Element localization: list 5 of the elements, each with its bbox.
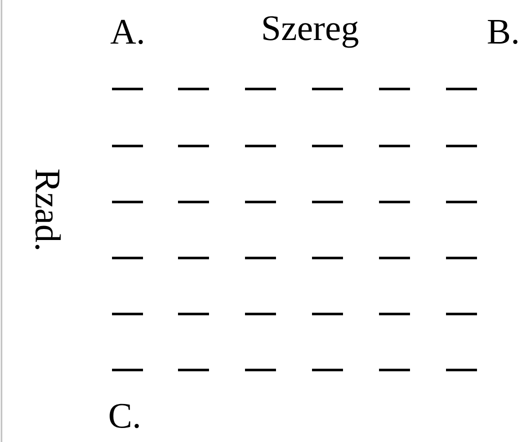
corner-label: B. bbox=[488, 20, 518, 44]
corner-label: C. bbox=[110, 404, 139, 428]
side-label: Rzad. bbox=[35, 170, 61, 250]
heading-label: Szereg bbox=[263, 16, 358, 48]
corner-label: A. bbox=[110, 20, 143, 44]
